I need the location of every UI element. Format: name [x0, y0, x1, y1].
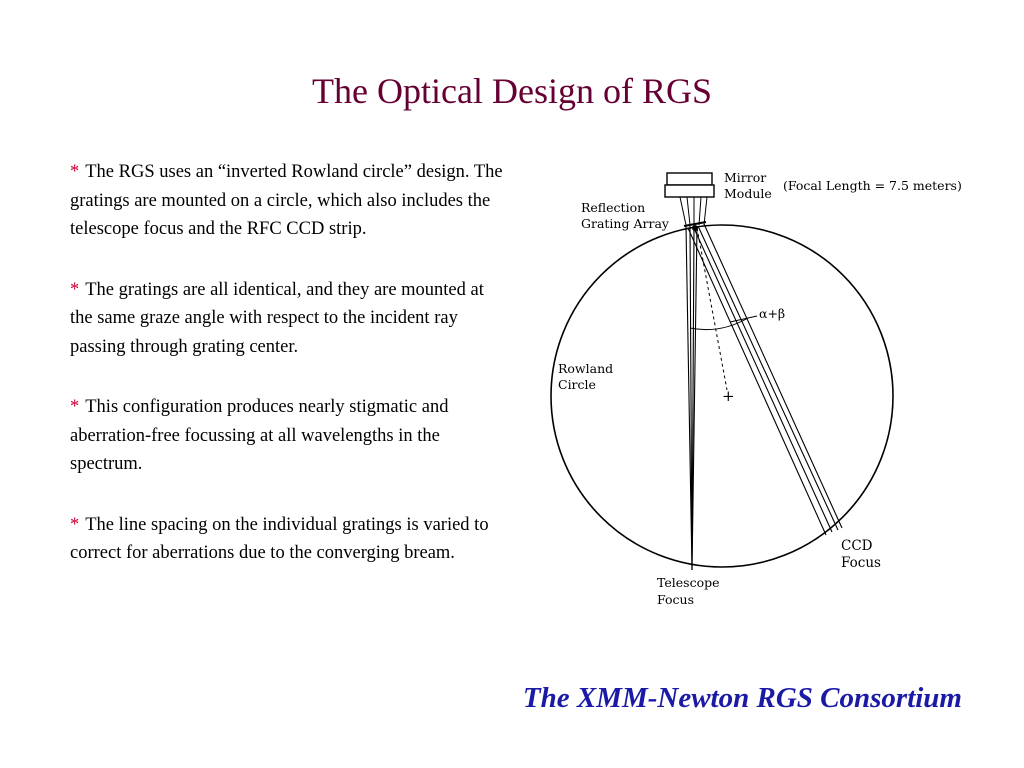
mirror-label: Module: [724, 186, 772, 201]
bullet-item: *The gratings are all identical, and the…: [70, 276, 510, 362]
reflection-grating-label: Reflection: [581, 200, 645, 215]
telescope-focus-label: Telescope: [657, 575, 720, 590]
center-dashed-line: [696, 227, 728, 391]
bullet-item: *This configuration produces nearly stig…: [70, 393, 510, 479]
rowland-circle-label: Circle: [558, 377, 596, 392]
bullet-item: *The RGS uses an “inverted Rowland circl…: [70, 158, 510, 244]
angle-label: α+β: [759, 306, 785, 321]
circle-center-marker: +: [722, 387, 735, 405]
angle-arc: [689, 317, 749, 331]
angle-pointer: [729, 315, 758, 323]
bullet-marker: *: [70, 162, 80, 182]
footer-credit: The XMM-Newton RGS Consortium: [522, 682, 962, 714]
slide-title: The Optical Design of RGS: [312, 71, 712, 111]
bullet-text: The line spacing on the individual grati…: [70, 514, 489, 564]
bullet-marker: *: [70, 397, 80, 417]
bullet-list: *The RGS uses an “inverted Rowland circl…: [70, 158, 510, 600]
bullet-marker: *: [70, 514, 80, 535]
focal-length-label: (Focal Length = 7.5 meters): [783, 178, 962, 193]
ccd-focus-label: CCD: [841, 538, 873, 554]
reflection-grating-label: Grating Array: [581, 216, 670, 231]
rowland-circle-diagram: Mirror Module (Focal Length = 7.5 meters…: [550, 170, 962, 607]
bullet-text: The RGS uses an “inverted Rowland circle…: [70, 162, 503, 239]
rowland-circle-label: Rowland: [558, 361, 613, 376]
telescope-focus-rays: [685, 225, 698, 571]
bullet-text: This configuration produces nearly stigm…: [70, 397, 449, 474]
bullet-marker: *: [70, 279, 80, 300]
telescope-focus-label: Focus: [657, 592, 694, 607]
dispersed-rays: [687, 223, 843, 536]
incident-rays: [679, 196, 708, 226]
bullet-item: *The line spacing on the individual grat…: [70, 511, 510, 568]
ccd-focus-label: Focus: [841, 555, 881, 571]
mirror-label: Mirror: [724, 170, 766, 185]
bullet-text: The gratings are all identical, and they…: [70, 279, 484, 357]
mirror-module-icon: [664, 172, 715, 198]
rowland-circle: [550, 224, 894, 568]
